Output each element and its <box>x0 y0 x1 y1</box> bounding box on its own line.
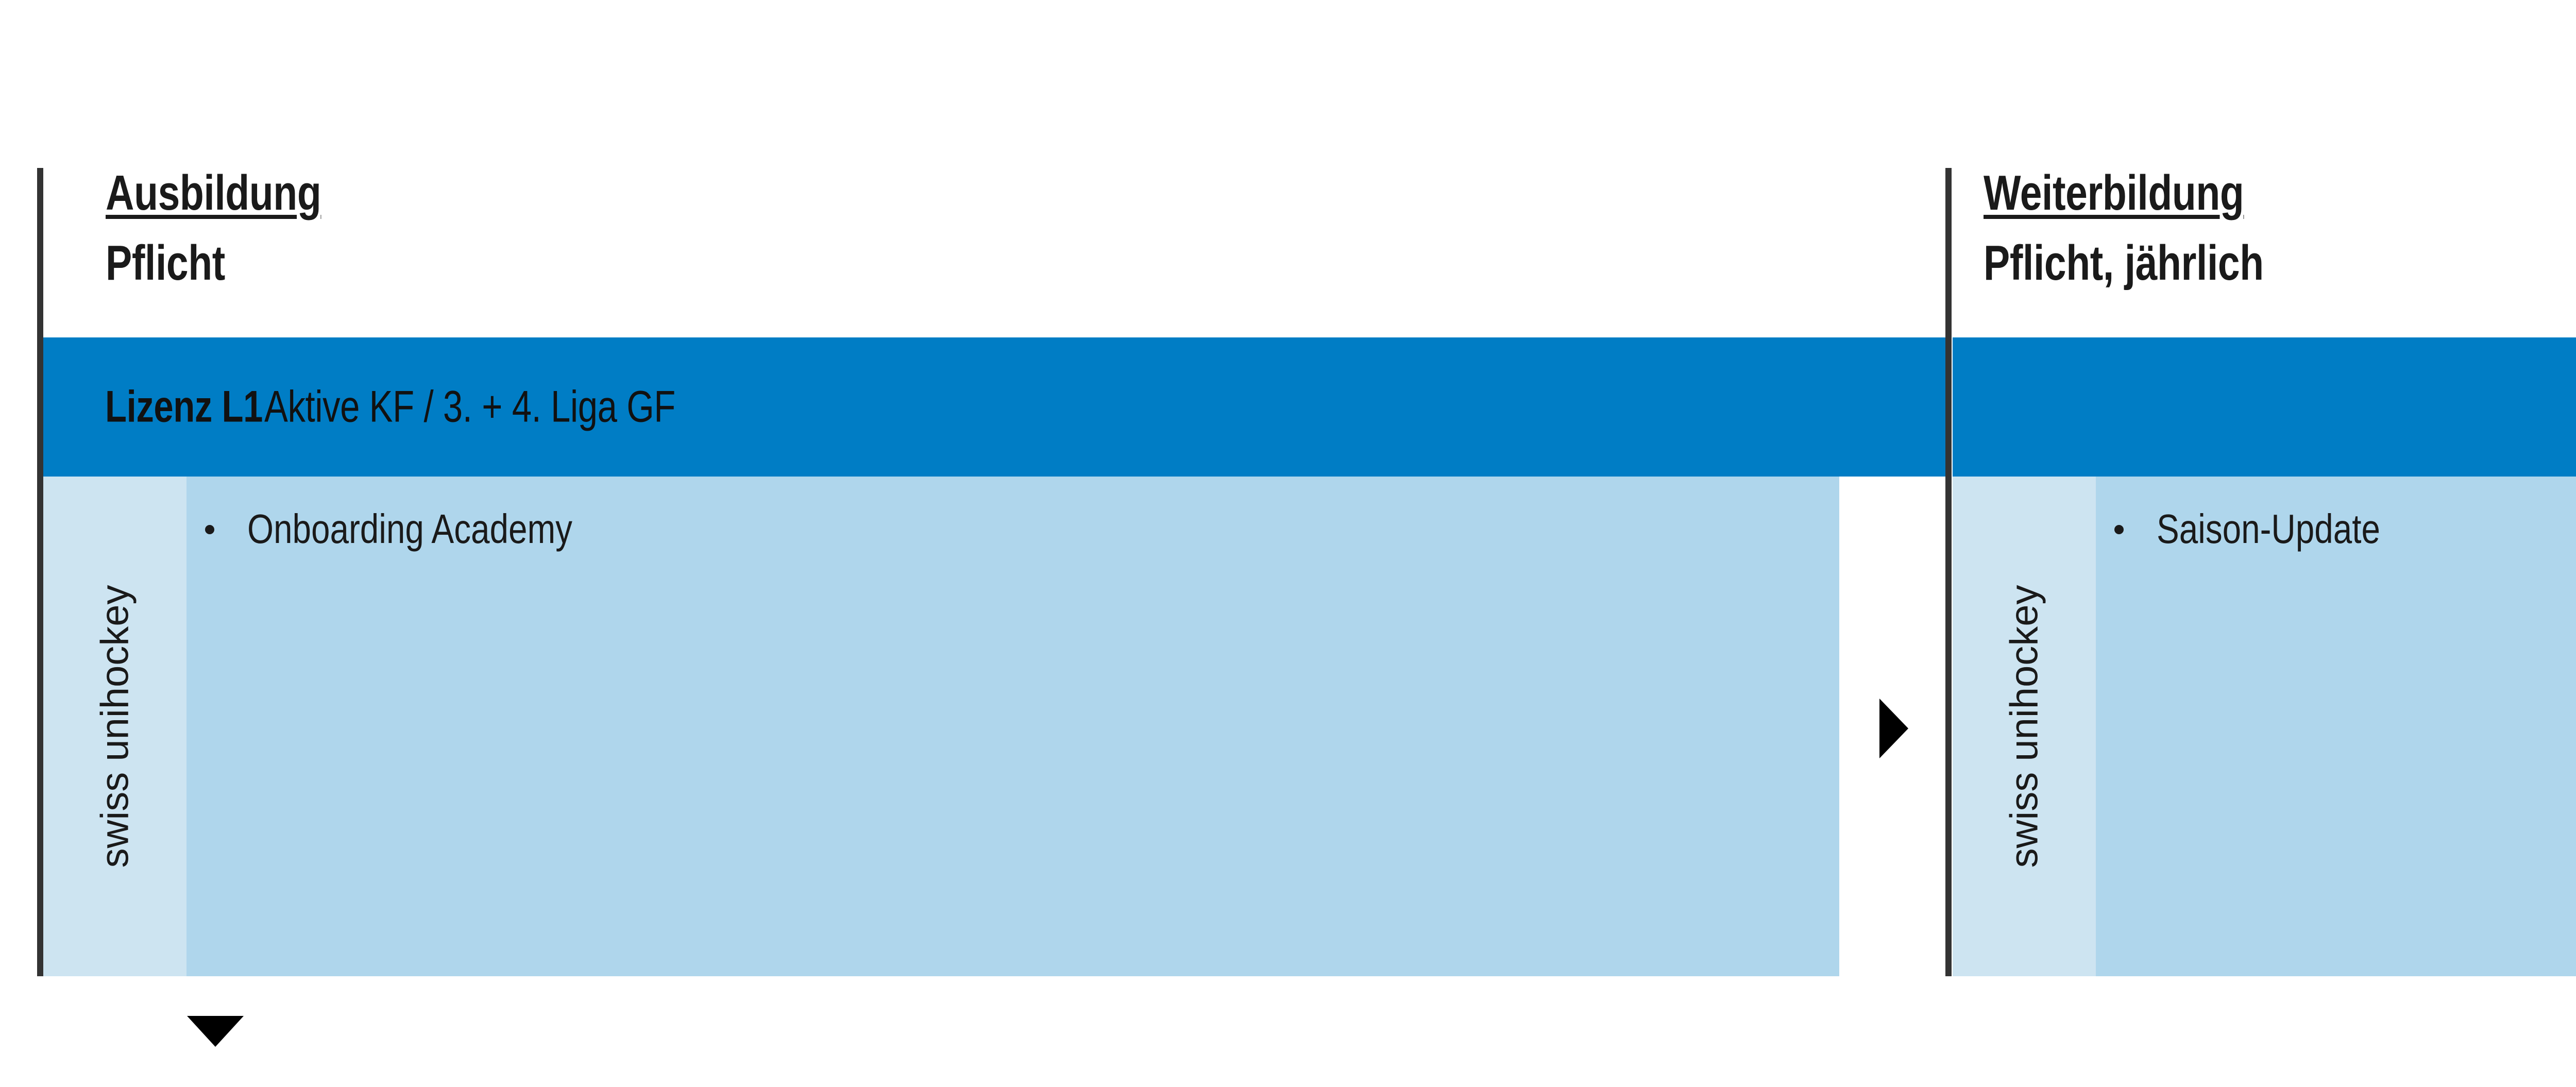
licence-title-bar-ausbildung: Lizenz L1 Aktive KF / 3. + 4. Liga GF <box>43 337 1945 477</box>
content-body-weiterbildung: Saison-Update <box>2096 477 2576 976</box>
arrow-down-icon <box>187 1016 244 1047</box>
provider-label-weiterbildung: swiss unihockey <box>2002 585 2046 868</box>
column-rule-ausbildung <box>37 168 43 976</box>
list-item[interactable]: Saison-Update <box>2096 506 2576 552</box>
provider-label-strip-ausbildung: swiss unihockey <box>43 477 187 976</box>
column-subtitle-weiterbildung: Pflicht, jährlich <box>1984 235 2264 291</box>
module-label: Onboarding Academy <box>247 506 572 552</box>
arrow-right-icon <box>1879 699 1908 758</box>
module-list-ausbildung: Onboarding Academy <box>187 477 1839 552</box>
provider-label-strip-weiterbildung: swiss unihockey <box>1953 477 2096 976</box>
licence-description: Aktive KF / 3. + 4. Liga GF <box>264 382 675 432</box>
content-panel-weiterbildung: swiss unihockey Saison-Update <box>1953 477 2576 976</box>
content-panel-ausbildung: swiss unihockey Onboarding Academy <box>43 477 1839 976</box>
list-item[interactable]: Onboarding Academy <box>187 506 1839 552</box>
column-heading-weiterbildung: Weiterbildung Pflicht, jährlich <box>1984 168 2334 288</box>
bullet-dot-icon <box>205 525 214 534</box>
licence-code: Lizenz L1 <box>105 382 263 432</box>
licence-title-bar-weiterbildung <box>1953 337 2576 477</box>
content-body-ausbildung: Onboarding Academy <box>187 477 1839 976</box>
column-title-ausbildung: Ausbildung <box>106 165 321 220</box>
licence-title-text: Lizenz L1 Aktive KF / 3. + 4. Liga GF <box>105 382 782 433</box>
column-subtitle-ausbildung: Pflicht <box>106 235 225 291</box>
module-list-weiterbildung: Saison-Update <box>2096 477 2576 552</box>
module-label: Saison-Update <box>2157 506 2380 552</box>
column-heading-ausbildung: Ausbildung Pflicht <box>106 168 375 288</box>
provider-label-ausbildung: swiss unihockey <box>93 585 137 868</box>
bullet-dot-icon <box>2114 525 2124 534</box>
column-title-weiterbildung: Weiterbildung <box>1984 165 2244 220</box>
column-rule-weiterbildung <box>1945 168 1952 976</box>
